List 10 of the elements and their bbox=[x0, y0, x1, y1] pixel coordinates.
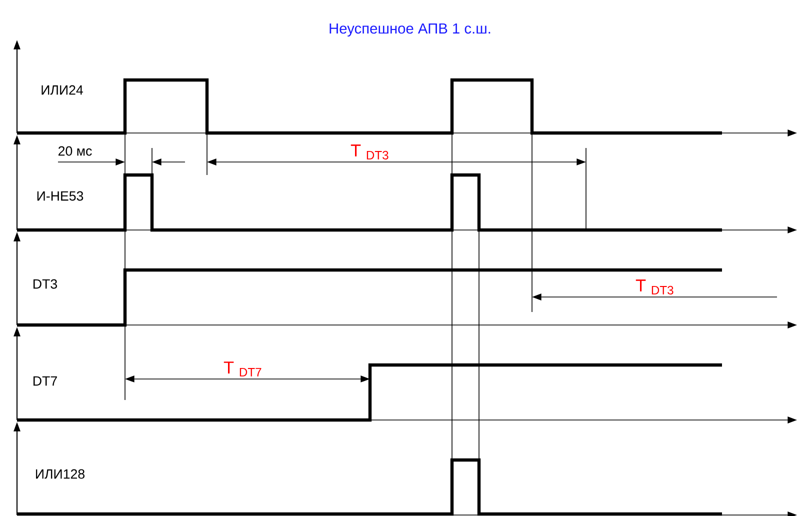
dimension-label: T $_{DT7}$ bbox=[222, 360, 264, 378]
signal-label: ИЛИ24 bbox=[39, 84, 85, 96]
dimension-label: 20 мс bbox=[56, 144, 94, 158]
signal-label: DT3 bbox=[31, 278, 59, 290]
signal-label: ИЛИ128 bbox=[34, 468, 86, 480]
signal-label: DT7 bbox=[31, 375, 59, 387]
dimension-label: T $_{DT3}$ bbox=[349, 143, 391, 161]
signal-label: И-НЕ53 bbox=[34, 190, 86, 202]
title: Неуспешное АПВ 1 с.ш. bbox=[330, 23, 490, 37]
dimension-label: T $_{DT3}$ bbox=[634, 278, 676, 296]
